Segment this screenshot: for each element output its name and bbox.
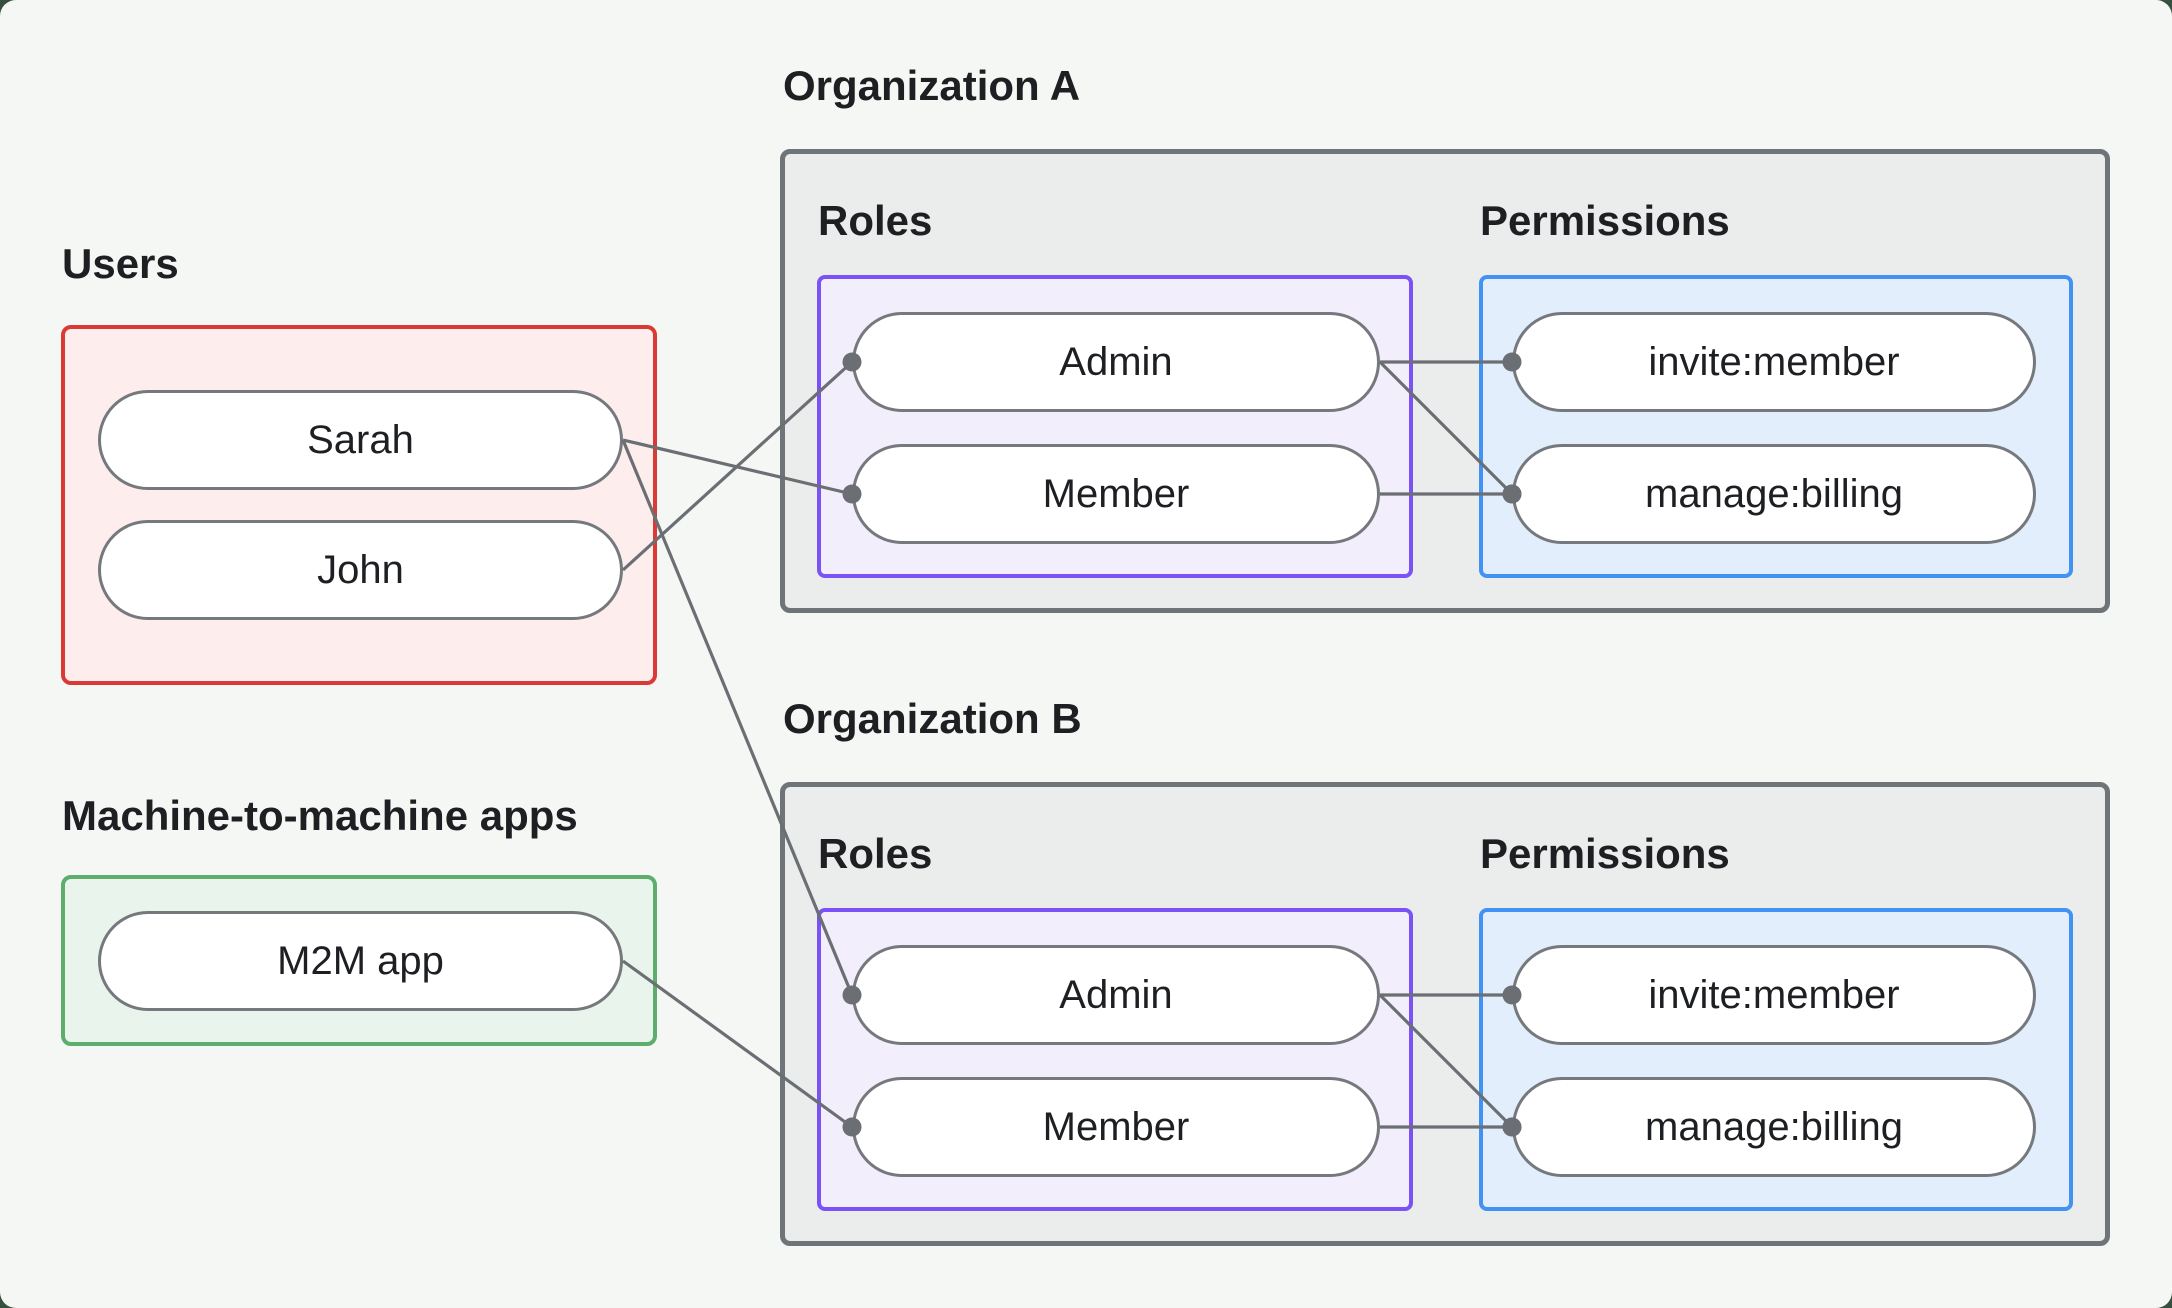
m2m-node-app: M2M app bbox=[98, 911, 623, 1011]
org-b-role-admin-label: Admin bbox=[1059, 972, 1173, 1017]
org-b-role-member-label: Member bbox=[1042, 1104, 1190, 1149]
org-b-role-admin: Admin bbox=[852, 945, 1380, 1045]
org-a-role-member: Member bbox=[852, 444, 1380, 544]
users-group-box bbox=[61, 325, 657, 685]
org-b-permission-manage-billing: manage:billing bbox=[1512, 1077, 2036, 1177]
users-label: Users bbox=[62, 240, 179, 287]
org-b-permissions-label: Permissions bbox=[1480, 830, 1730, 877]
org-a-permissions-label: Permissions bbox=[1480, 197, 1730, 244]
org-b-role-member: Member bbox=[852, 1077, 1380, 1177]
org-a-permission-invite-member-label: invite:member bbox=[1648, 339, 1900, 384]
org-a-roles-label: Roles bbox=[818, 197, 933, 244]
org-a-permission-invite-member: invite:member bbox=[1512, 312, 2036, 412]
org-a-permission-manage-billing-label: manage:billing bbox=[1645, 471, 1903, 516]
org-b-title: Organization B bbox=[783, 695, 1082, 742]
org-a-role-admin: Admin bbox=[852, 312, 1380, 412]
user-node-john-label: John bbox=[317, 547, 404, 592]
m2m-label: Machine-to-machine apps bbox=[62, 792, 578, 839]
org-b-roles-label: Roles bbox=[818, 830, 933, 877]
user-node-sarah: Sarah bbox=[98, 390, 623, 490]
org-a-permission-manage-billing: manage:billing bbox=[1512, 444, 2036, 544]
org-b-permission-invite-member: invite:member bbox=[1512, 945, 2036, 1045]
user-node-sarah-label: Sarah bbox=[307, 417, 414, 462]
org-a-role-member-label: Member bbox=[1042, 471, 1190, 516]
m2m-node-app-label: M2M app bbox=[277, 938, 444, 983]
user-node-john: John bbox=[98, 520, 623, 620]
org-a-role-admin-label: Admin bbox=[1059, 339, 1173, 384]
org-b-permission-invite-member-label: invite:member bbox=[1648, 972, 1900, 1017]
org-a-title: Organization A bbox=[783, 62, 1081, 109]
org-b-permission-manage-billing-label: manage:billing bbox=[1645, 1104, 1903, 1149]
